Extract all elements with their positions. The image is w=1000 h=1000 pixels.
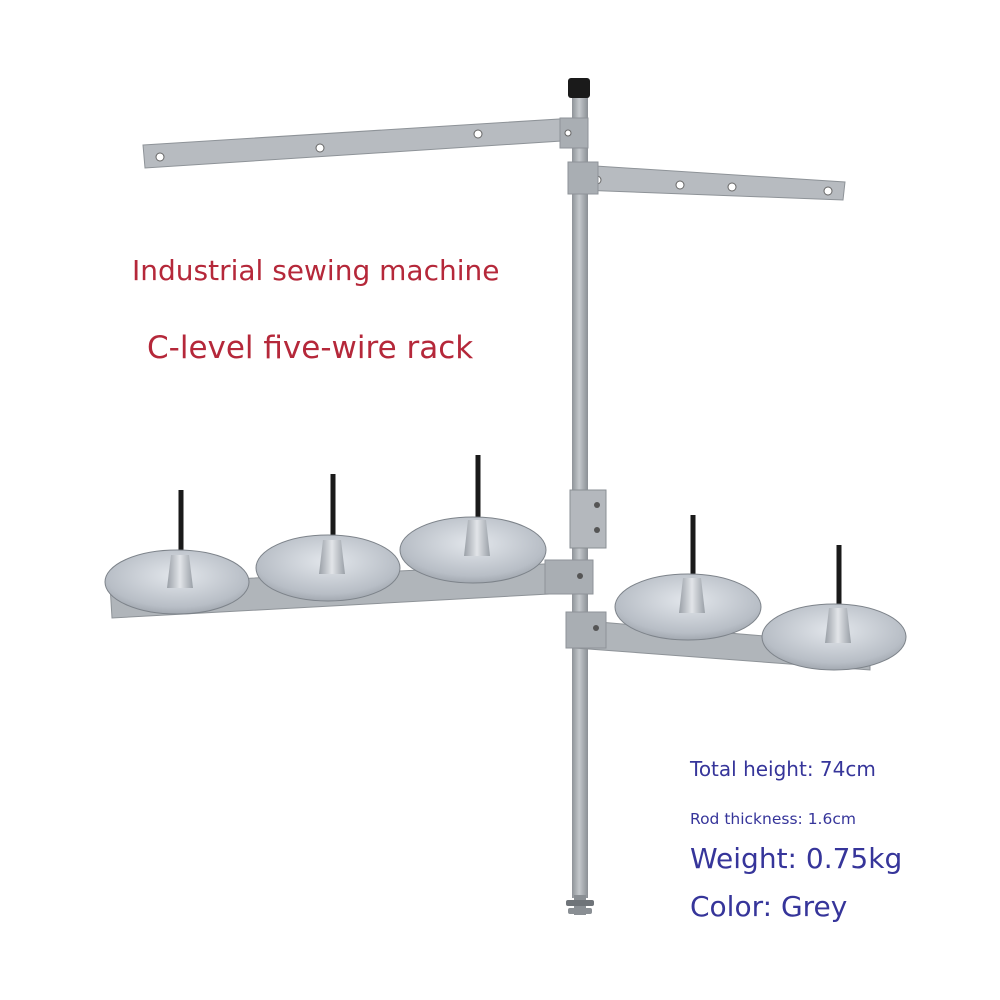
spec-total-height: Total height: 74cm bbox=[690, 757, 876, 781]
upper-left-arm bbox=[142, 117, 589, 169]
spool-holder-5 bbox=[761, 545, 907, 671]
spool-holder-1 bbox=[104, 490, 250, 615]
spec-weight: Weight: 0.75kg bbox=[690, 842, 903, 875]
product-title-line-1: Industrial sewing machine bbox=[132, 254, 500, 287]
spec-rod-thickness: Rod thickness: 1.6cm bbox=[690, 810, 856, 828]
main-pole bbox=[566, 78, 607, 915]
spool-holder-3 bbox=[399, 455, 547, 584]
spool-holder-4 bbox=[614, 515, 762, 641]
spec-color: Color: Grey bbox=[690, 890, 848, 923]
product-title-line-2: C-level five-wire rack bbox=[147, 330, 474, 366]
upper-right-arm bbox=[567, 161, 846, 201]
spool-holder-2 bbox=[255, 474, 401, 602]
